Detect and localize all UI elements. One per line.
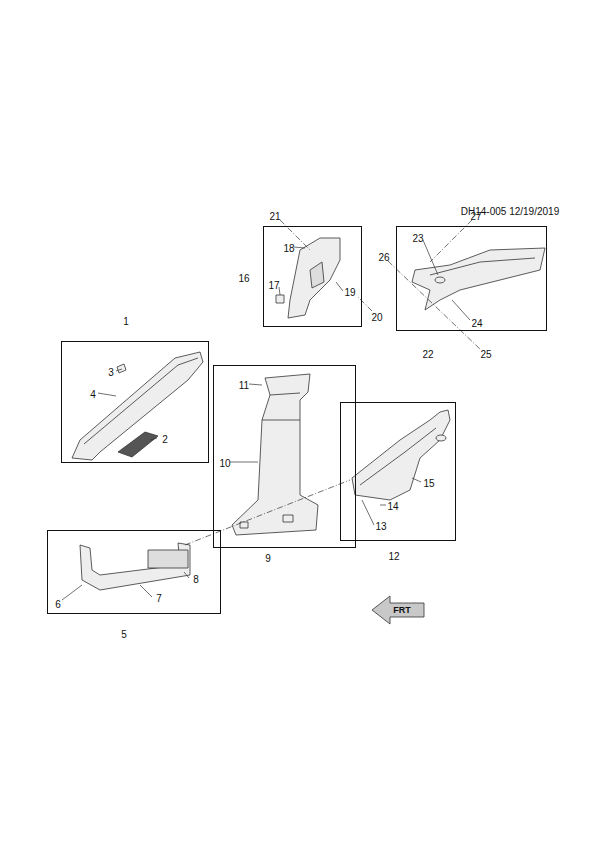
part-group-box: 1342 (61, 341, 209, 463)
group-number: 9 (264, 553, 272, 564)
part-group-box: 91110 (213, 365, 356, 548)
callout-number: 26 (377, 252, 390, 263)
callout-number: 11 (238, 380, 250, 391)
callout-number: 10 (218, 458, 231, 469)
callout-number: 15 (422, 478, 435, 489)
callout-number: 6 (54, 599, 62, 610)
callout-number: 7 (155, 593, 163, 604)
front-arrow-label: FRT (392, 605, 412, 616)
part-group-box: 16181719 (263, 226, 362, 327)
part-group-box: 222324 (396, 226, 547, 331)
callout-number: 20 (370, 312, 383, 323)
group-number: 1 (122, 316, 130, 327)
callout-number: 21 (268, 211, 281, 222)
group-number: 16 (237, 273, 250, 284)
callout-number: 8 (192, 574, 200, 585)
callout-number: 23 (411, 233, 424, 244)
callout-number: 18 (282, 243, 295, 254)
callout-number: 19 (343, 287, 356, 298)
callout-number: 3 (107, 367, 115, 378)
callout-number: 27 (469, 211, 482, 222)
part-group-box: 12151413 (340, 402, 456, 541)
callout-number: 2 (161, 434, 169, 445)
callout-number: 13 (374, 521, 387, 532)
callout-number: 24 (470, 318, 483, 329)
callout-number: 25 (479, 349, 492, 360)
part-group-box: 5876 (47, 530, 221, 614)
callout-number: 14 (386, 501, 399, 512)
callout-number: 17 (267, 280, 280, 291)
group-number: 22 (421, 349, 434, 360)
group-number: 5 (120, 629, 128, 640)
callout-number: 4 (89, 389, 97, 400)
group-number: 12 (387, 551, 400, 562)
